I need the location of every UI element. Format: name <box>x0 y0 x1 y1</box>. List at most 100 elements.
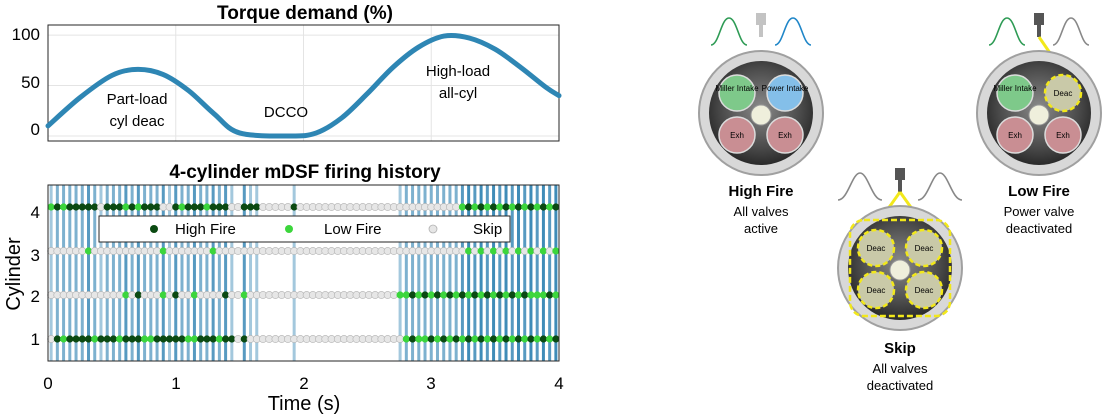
annotation-part-load-1: Part-load <box>107 91 168 108</box>
valve-deac <box>904 228 944 268</box>
high-fire-marker <box>521 291 529 299</box>
high-fire-marker <box>527 203 535 211</box>
low-fire-marker <box>496 335 504 343</box>
low-fire-marker <box>527 247 535 255</box>
high-fire-marker <box>452 335 460 343</box>
high-fire-marker <box>209 335 217 343</box>
high-fire-marker <box>458 291 467 299</box>
valve-label: Deac <box>915 286 934 295</box>
mode-desc-line: All valves <box>733 204 789 219</box>
high-fire-marker <box>477 203 485 211</box>
high-fire-marker <box>134 335 142 343</box>
spark-plug-icon <box>1028 104 1050 126</box>
torque-ytick-50: 50 <box>21 73 40 92</box>
high-fire-marker <box>78 335 86 343</box>
skip-marker <box>396 335 404 343</box>
torque-plot-frame <box>47 24 560 142</box>
legend-marker-skip <box>428 224 438 234</box>
annotation-dcco: DCCO <box>264 104 308 121</box>
firing-xtick-1: 1 <box>171 374 180 393</box>
mode-desc-high-fire: All valves active <box>691 203 831 237</box>
high-fire-marker <box>246 203 255 211</box>
low-fire-marker <box>402 291 410 299</box>
low-fire-marker <box>458 335 467 343</box>
firing-ytick-3: 3 <box>31 246 40 265</box>
low-fire-marker <box>84 247 93 255</box>
valve-label: Exh <box>1056 131 1070 140</box>
high-fire-marker <box>134 291 142 299</box>
deactivation-highlight <box>848 218 952 318</box>
skip-marker <box>128 291 137 299</box>
high-fire-marker <box>502 335 510 343</box>
mode-desc-line: deactivated <box>1005 221 1073 236</box>
low-fire-marker <box>452 291 460 299</box>
firing-history-chart: 4-cylinder mDSF firing history High Fire… <box>3 162 564 415</box>
valve-deac <box>856 270 896 310</box>
high-fire-marker <box>140 203 149 211</box>
low-fire-marker <box>502 291 510 299</box>
high-fire-marker <box>184 203 192 211</box>
power-lift-profile-icon <box>1052 17 1090 46</box>
low-fire-marker <box>446 335 454 343</box>
firing-background-lines <box>49 185 558 361</box>
low-fire-marker <box>59 335 68 343</box>
high-fire-marker <box>165 335 174 343</box>
low-fire-marker <box>147 335 155 343</box>
low-fire-marker <box>552 291 560 299</box>
skip-marker <box>452 203 461 211</box>
torque-demand-chart: Torque demand (%) 100 50 0 Part-load cyl… <box>12 3 562 142</box>
skip-marker <box>153 247 161 255</box>
actuator-icon <box>895 168 905 192</box>
legend-marker-low-fire <box>285 225 293 233</box>
high-fire-marker <box>253 203 261 211</box>
legend-label-low-fire: Low Fire <box>324 221 382 238</box>
high-fire-marker <box>514 203 523 211</box>
low-fire-marker <box>159 291 167 299</box>
high-fire-marker <box>427 335 435 343</box>
skip-marker <box>483 247 492 255</box>
skip-marker <box>389 291 398 299</box>
high-fire-marker <box>53 335 61 343</box>
high-fire-marker <box>421 291 429 299</box>
torque-chart-title: Torque demand (%) <box>217 3 393 24</box>
high-fire-marker <box>178 335 186 343</box>
high-fire-marker <box>197 335 205 343</box>
mode-desc-line: active <box>744 221 778 236</box>
valve-exhaust-1 <box>996 116 1034 154</box>
high-fire-marker <box>483 291 491 299</box>
high-fire-marker <box>159 335 167 343</box>
low-fire-marker <box>508 335 516 343</box>
firing-xtick-4: 4 <box>554 374 563 393</box>
high-fire-marker <box>128 203 136 211</box>
high-fire-marker <box>153 335 161 343</box>
low-fire-marker <box>59 203 68 211</box>
high-fire-marker <box>122 335 130 343</box>
skip-marker <box>533 247 542 255</box>
low-fire-marker <box>471 203 479 211</box>
high-fire-marker <box>72 335 80 343</box>
low-fire-marker <box>116 335 124 343</box>
high-fire-marker <box>153 203 161 211</box>
low-fire-marker <box>533 203 541 211</box>
low-fire-marker <box>527 291 535 299</box>
skip-marker <box>284 203 292 211</box>
low-fire-marker <box>458 203 467 211</box>
high-fire-marker <box>477 335 485 343</box>
valve-label: Deac <box>1054 89 1073 98</box>
low-fire-marker <box>533 335 541 343</box>
mode-desc-line: Power valve <box>1003 204 1075 219</box>
low-fire-marker <box>190 335 199 343</box>
skip-marker <box>470 247 479 255</box>
low-fire-marker <box>521 203 529 211</box>
high-fire-marker <box>465 203 473 211</box>
skip-marker <box>520 247 529 255</box>
mode-desc-line: deactivated <box>866 378 934 393</box>
low-fire-marker <box>489 247 498 255</box>
firing-chart-title: 4-cylinder mDSF firing history <box>169 162 441 183</box>
low-fire-marker <box>483 335 491 343</box>
valve-label: Deac <box>867 244 886 253</box>
high-fire-marker <box>91 203 99 211</box>
valve-label: Deac <box>867 286 886 295</box>
low-fire-marker <box>415 335 423 343</box>
power-lift-profile-icon <box>917 172 963 201</box>
